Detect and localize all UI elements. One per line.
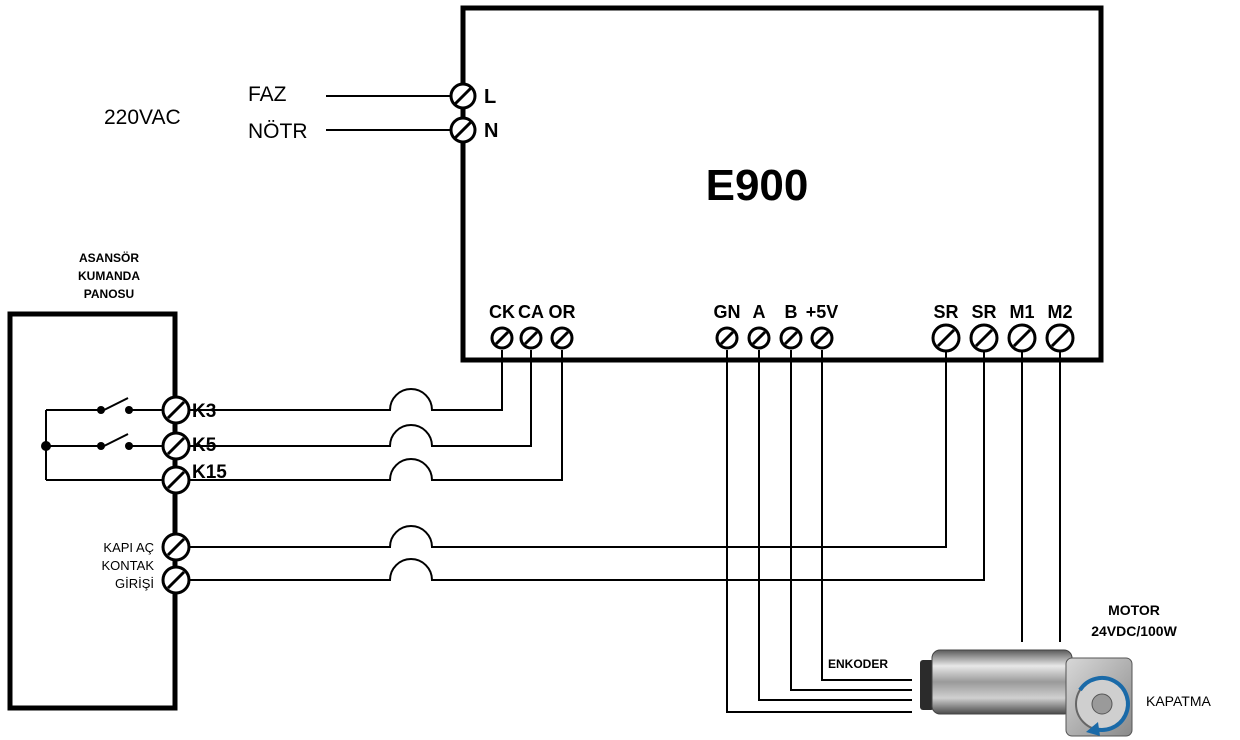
closing-direction-arrow xyxy=(1078,675,1130,732)
controller-wires xyxy=(188,350,1061,713)
terminal-door-input-2 xyxy=(161,565,191,595)
terminal-m1-label: M1 xyxy=(1009,302,1034,322)
switch-network xyxy=(45,397,176,481)
door-input-label-line-1: KAPI AÇ xyxy=(103,540,154,555)
controller-terminals xyxy=(490,323,1075,353)
panel-title-line-3: PANOSU xyxy=(84,287,134,301)
terminal-gn-label: GN xyxy=(714,302,741,322)
terminal-or xyxy=(550,326,574,350)
panel-title-line-1: ASANSÖR xyxy=(79,250,139,265)
terminal-n-label: N xyxy=(484,120,498,142)
terminal-sr1 xyxy=(931,323,961,353)
terminal-k5 xyxy=(161,431,191,461)
terminal-k15-label: K15 xyxy=(192,462,227,483)
terminal-door-input-1 xyxy=(161,532,191,562)
panel-title-line-2: KUMANDA xyxy=(78,269,140,283)
terminal-ca-label: CA xyxy=(518,302,544,322)
terminal-a xyxy=(747,326,771,350)
terminal-ck-label: CK xyxy=(489,302,515,322)
door-input-label-line-2: KONTAK xyxy=(102,558,155,573)
e900-controller-box xyxy=(460,5,1104,363)
controller-name: E900 xyxy=(706,161,809,210)
motor-image xyxy=(912,644,1140,740)
terminal-l-label: L xyxy=(484,86,496,108)
terminal-k3 xyxy=(161,395,191,425)
terminal-ca xyxy=(519,326,543,350)
terminal-or-label: OR xyxy=(549,302,576,322)
encoder-label: ENKODER xyxy=(828,657,888,671)
motor-title: MOTOR xyxy=(1108,602,1160,618)
motor-body xyxy=(931,649,1073,715)
closing-direction-label: KAPATMA xyxy=(1146,693,1211,709)
terminal-n xyxy=(449,116,477,144)
terminal-sr1-label: SR xyxy=(933,302,958,322)
motor-rating: 24VDC/100W xyxy=(1091,623,1177,639)
terminal-ck xyxy=(490,326,514,350)
terminal-b-label: B xyxy=(785,302,798,322)
switch-contact-dots xyxy=(41,406,133,451)
terminal-m1 xyxy=(1007,323,1037,353)
terminal-gn xyxy=(715,326,739,350)
terminal-b xyxy=(779,326,803,350)
terminal-l xyxy=(449,82,477,110)
phase-label: FAZ xyxy=(248,83,287,106)
terminal-k5-label: K5 xyxy=(192,435,217,456)
panel-terminals xyxy=(161,395,191,595)
terminal-5v xyxy=(810,326,834,350)
terminal-5v-label: +5V xyxy=(806,302,839,322)
terminal-a-label: A xyxy=(753,302,766,322)
terminal-sr2 xyxy=(969,323,999,353)
terminal-m2-label: M2 xyxy=(1047,302,1072,322)
supply-voltage-label: 220VAC xyxy=(104,106,181,129)
terminal-k3-label: K3 xyxy=(192,401,216,422)
neutral-label: NÖTR xyxy=(248,120,308,143)
motor-encoder-cap xyxy=(920,660,934,710)
door-input-label-line-3: GİRİŞİ xyxy=(115,576,154,591)
terminal-m2 xyxy=(1045,323,1075,353)
control-panel-box xyxy=(7,311,178,711)
terminal-sr2-label: SR xyxy=(971,302,996,322)
terminal-k15 xyxy=(161,465,191,495)
